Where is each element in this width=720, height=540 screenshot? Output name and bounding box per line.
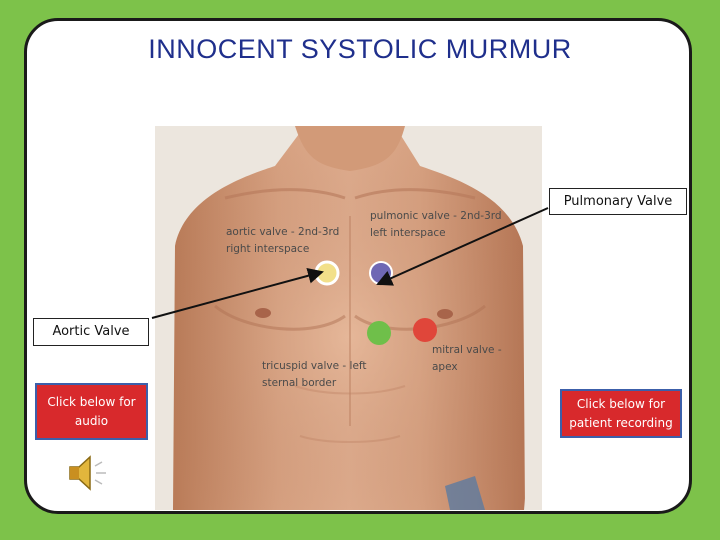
pulmonic-label-line-2: left interspace	[370, 227, 446, 239]
audio-button-line-1: Click below for	[47, 394, 136, 409]
chest-photo	[155, 126, 542, 510]
tricuspid-label-line-2: sternal border	[262, 377, 337, 389]
pulmonic-valve-dot	[369, 261, 393, 285]
tricuspid-photo-label: tricuspid valve - left sternal border	[262, 358, 367, 392]
aortic-photo-label: aortic valve - 2nd-3rd right interspace	[226, 224, 339, 258]
chest-illustration	[155, 126, 542, 510]
aortic-valve-callout: Aortic Valve	[33, 318, 149, 346]
aortic-valve-dot	[314, 260, 340, 286]
audio-button[interactable]: Click below for audio	[35, 383, 148, 440]
pulmonic-label-line-1: pulmonic valve - 2nd-3rd	[370, 210, 502, 222]
tricuspid-label-line-1: tricuspid valve - left	[262, 360, 367, 372]
patient-button-line-1: Click below for	[576, 396, 666, 411]
mitral-valve-dot	[413, 318, 437, 342]
mitral-label-line-1: mitral valve -	[432, 344, 502, 356]
pulmonic-photo-label: pulmonic valve - 2nd-3rd left interspace	[370, 208, 502, 242]
aortic-label-line-1: aortic valve - 2nd-3rd	[226, 226, 340, 238]
audio-button-line-2: audio	[74, 413, 109, 428]
speaker-icon[interactable]	[66, 452, 110, 499]
patient-recording-button[interactable]: Click below for patient recording	[560, 389, 682, 438]
patient-button-line-2: patient recording	[569, 415, 673, 430]
pulmonary-valve-callout: Pulmonary Valve	[549, 188, 687, 215]
mitral-label-line-2: apex	[432, 361, 458, 373]
aortic-label-line-2: right interspace	[226, 243, 310, 255]
mitral-photo-label: mitral valve - apex	[432, 342, 502, 376]
tricuspid-valve-dot	[367, 321, 391, 345]
slide-title: INNOCENT SYSTOLIC MURMUR	[148, 34, 572, 64]
